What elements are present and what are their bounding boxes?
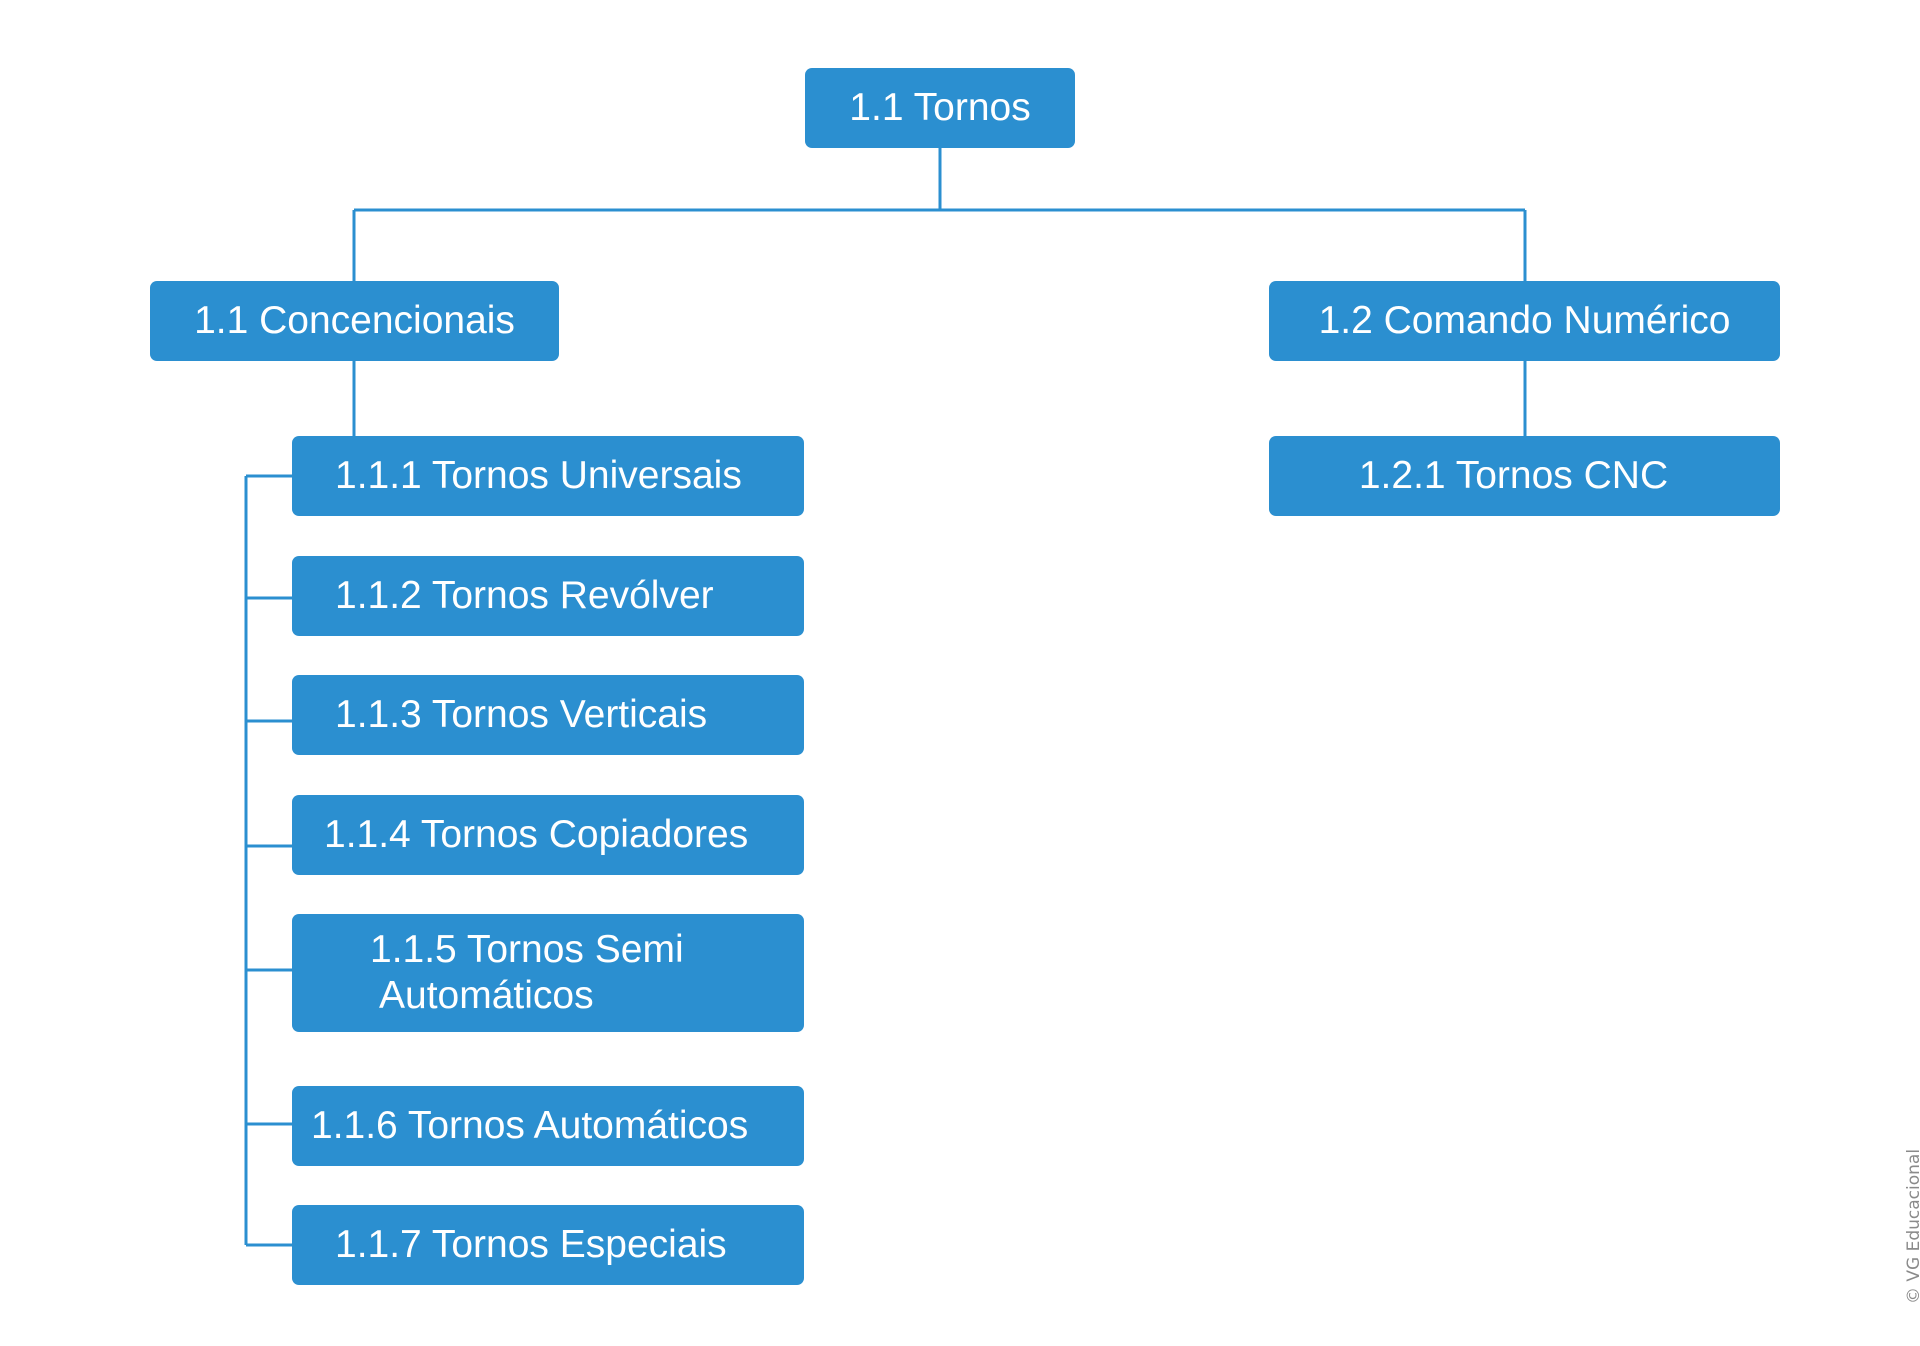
node-convencionais: 1.1 Concencionais xyxy=(150,281,559,361)
node-tornos-especiais: 1.1.7 Tornos Especiais xyxy=(292,1205,804,1285)
node-label-line-1: 1.1.5 Tornos Semi xyxy=(370,928,684,971)
node-label: 1.1.4 Tornos Copiadores xyxy=(324,813,749,856)
node-label: 1.1 Tornos xyxy=(849,86,1031,129)
node-tornos-revolver: 1.1.2 Tornos Revólver xyxy=(292,556,804,636)
node-label: 1.1.2 Tornos Revólver xyxy=(335,574,714,617)
node-root-tornos: 1.1 Tornos xyxy=(805,68,1075,148)
node-tornos-cnc: 1.2.1 Tornos CNC xyxy=(1269,436,1780,516)
node-tornos-universais: 1.1.1 Tornos Universais xyxy=(292,436,804,516)
node-label: 1.2.1 Tornos CNC xyxy=(1358,454,1669,497)
node-comando-numerico: 1.2 Comando Numérico xyxy=(1269,281,1780,361)
node-label: 1.1.1 Tornos Universais xyxy=(335,454,742,497)
node-label: 1.1 Concencionais xyxy=(194,299,515,342)
node-label: 1.1.7 Tornos Especiais xyxy=(335,1223,727,1266)
node-label: 1.2 Comando Numérico xyxy=(1318,299,1731,342)
node-tornos-semi-automaticos: 1.1.5 Tornos Semi Automáticos xyxy=(292,914,804,1032)
copyright-text: © VG Educacional xyxy=(1904,1148,1920,1304)
node-tornos-copiadores: 1.1.4 Tornos Copiadores xyxy=(292,795,804,875)
node-label: 1.1.3 Tornos Verticais xyxy=(335,693,708,736)
node-tornos-automaticos: 1.1.6 Tornos Automáticos xyxy=(292,1086,804,1166)
node-label: 1.1.6 Tornos Automáticos xyxy=(311,1104,749,1147)
node-tornos-verticais: 1.1.3 Tornos Verticais xyxy=(292,675,804,755)
node-label-line-2: Automáticos xyxy=(379,974,594,1017)
